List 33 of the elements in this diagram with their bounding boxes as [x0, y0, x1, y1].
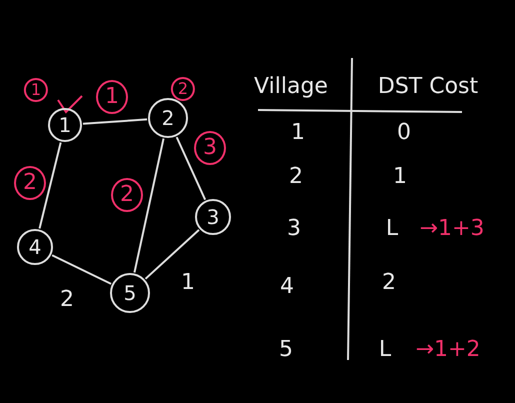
edge-label: 1	[181, 272, 195, 294]
connector-line	[144, 229, 200, 280]
node-circle: 4	[17, 229, 53, 265]
table-cell-text: L	[386, 218, 398, 240]
circled-edge-label: 2	[111, 178, 143, 212]
connector-line	[38, 142, 62, 229]
table-cell-text: 3	[287, 218, 301, 240]
node-annotation: 2	[170, 77, 196, 101]
node-circle: 3	[195, 199, 231, 235]
table-cell-text: 1	[291, 122, 305, 144]
table-cell-text: →1+3	[420, 218, 484, 240]
table-cell-text: 4	[280, 276, 294, 298]
table-cell-text: 5	[279, 339, 293, 361]
column-header: DST Cost	[378, 76, 478, 98]
node-circle: 2	[148, 98, 188, 138]
connector-line	[82, 118, 148, 125]
edge-label: 2	[60, 289, 74, 311]
connector-line	[176, 136, 206, 200]
connector-line	[133, 138, 165, 273]
table-cell-text: →1+2	[416, 339, 480, 361]
circled-edge-label: 2	[14, 166, 46, 200]
circled-edge-label: 3	[194, 131, 226, 165]
node-annotation: 1	[24, 78, 48, 102]
column-header: Village	[254, 76, 328, 98]
circled-edge-label: 1	[96, 80, 128, 114]
node-circle: 5	[110, 273, 150, 313]
table-cell-text: 2	[289, 166, 303, 188]
node-circle: 1	[48, 108, 82, 142]
table-cell-text: 2	[382, 272, 396, 294]
table-cell-text: 0	[397, 122, 411, 144]
connector-line	[52, 254, 112, 285]
table-cell-text: 1	[393, 166, 407, 188]
table-cell-text: L	[378, 339, 392, 361]
